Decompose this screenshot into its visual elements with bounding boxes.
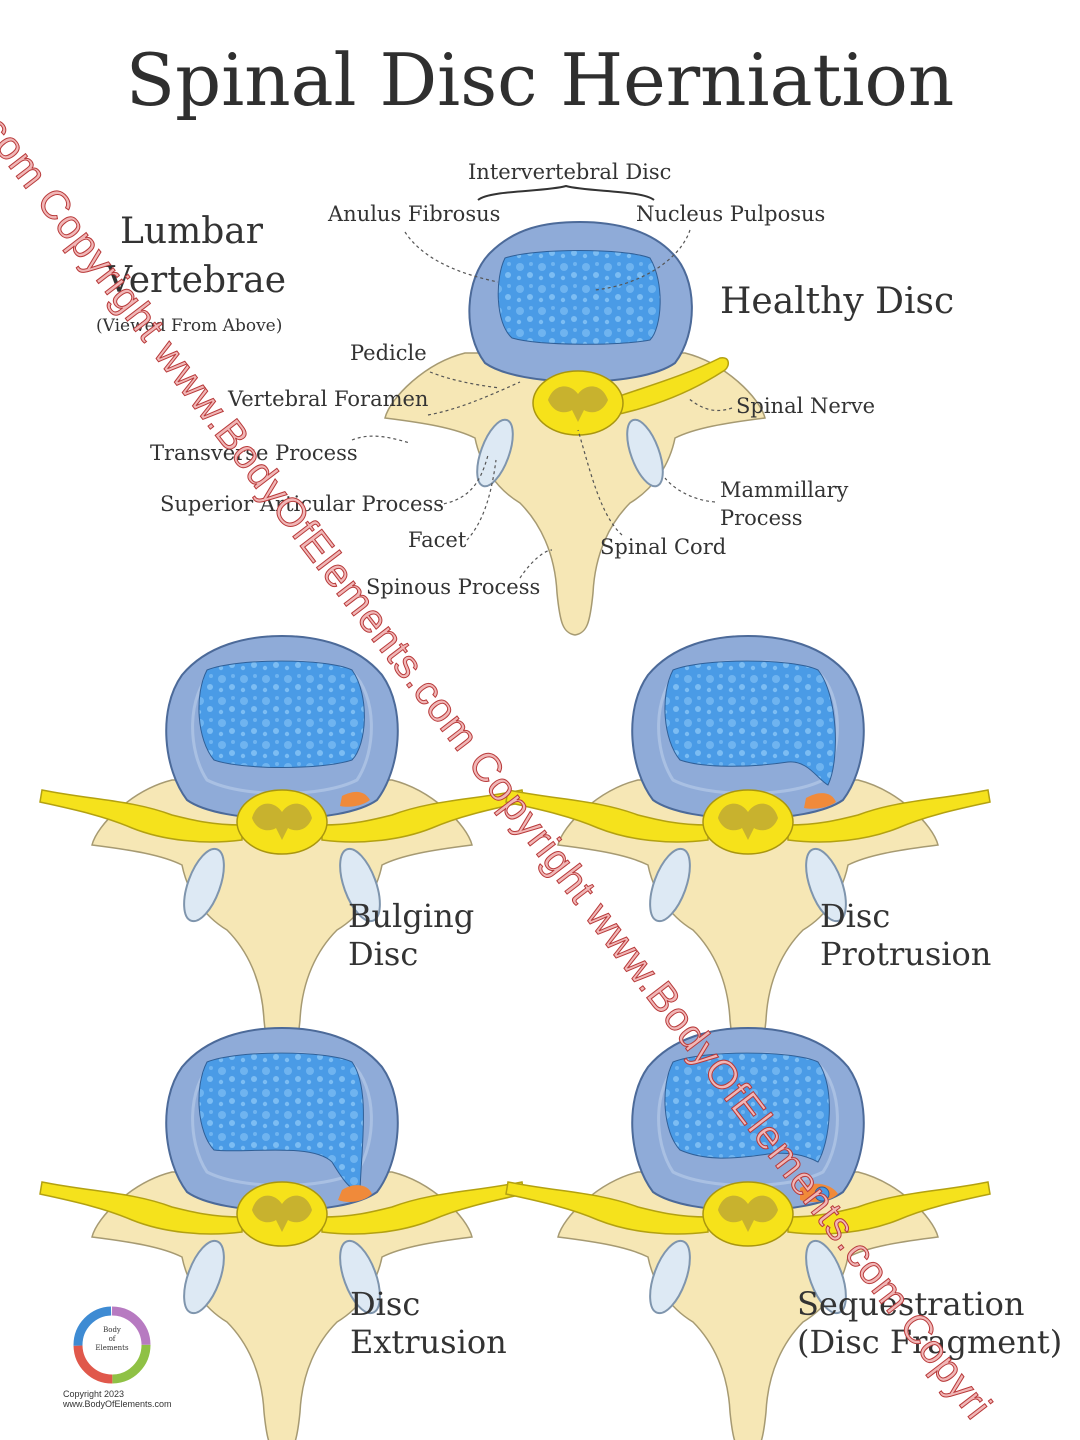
label-nucleus-pulposus: Nucleus Pulposus <box>636 202 826 226</box>
label-vertebral-foramen: Vertebral Foramen <box>228 387 429 411</box>
lumbar-heading-line1: Lumbar <box>120 211 263 252</box>
lumbar-note: (Viewed From Above) <box>96 316 283 336</box>
bulging-vertebra <box>38 634 526 1064</box>
label-spinous-process: Spinous Process <box>366 575 541 599</box>
logo-text: Body of Elements <box>95 1326 129 1352</box>
lumbar-heading-line2: Vertebrae <box>106 260 286 301</box>
protrusion-vertebra <box>504 634 992 1064</box>
disc-brace <box>477 184 655 201</box>
label-anulus-fibrosus: Anulus Fibrosus <box>328 202 501 226</box>
label-superior-articular-process: Superior Articular Process <box>160 492 445 516</box>
label-mammillary-process-line1: Mammillary <box>720 478 849 502</box>
extrusion-vertebra <box>38 1026 526 1440</box>
label-intervertebral-disc: Intervertebral Disc <box>468 160 672 184</box>
label-pedicle: Pedicle <box>350 341 427 365</box>
healthy-vertebra <box>384 220 766 636</box>
label-spinal-cord: Spinal Cord <box>600 535 727 559</box>
page-title: Spinal Disc Herniation <box>125 38 955 122</box>
healthy-disc-label: Healthy Disc <box>720 281 955 322</box>
sequestration-vertebra <box>504 1026 992 1440</box>
label-spinal-nerve: Spinal Nerve <box>736 394 876 418</box>
caption-sequestration: Sequestration(Disc Fragment) <box>797 1285 1063 1361</box>
logo <box>73 1306 151 1384</box>
leader-lines <box>351 229 733 579</box>
label-mammillary-process-line2: Process <box>720 506 803 530</box>
footer-copyright: Copyright 2023 www.BodyOfElements.com <box>63 1389 172 1409</box>
label-facet: Facet <box>408 528 467 552</box>
label-transverse-process: Transverse Process <box>150 441 358 465</box>
